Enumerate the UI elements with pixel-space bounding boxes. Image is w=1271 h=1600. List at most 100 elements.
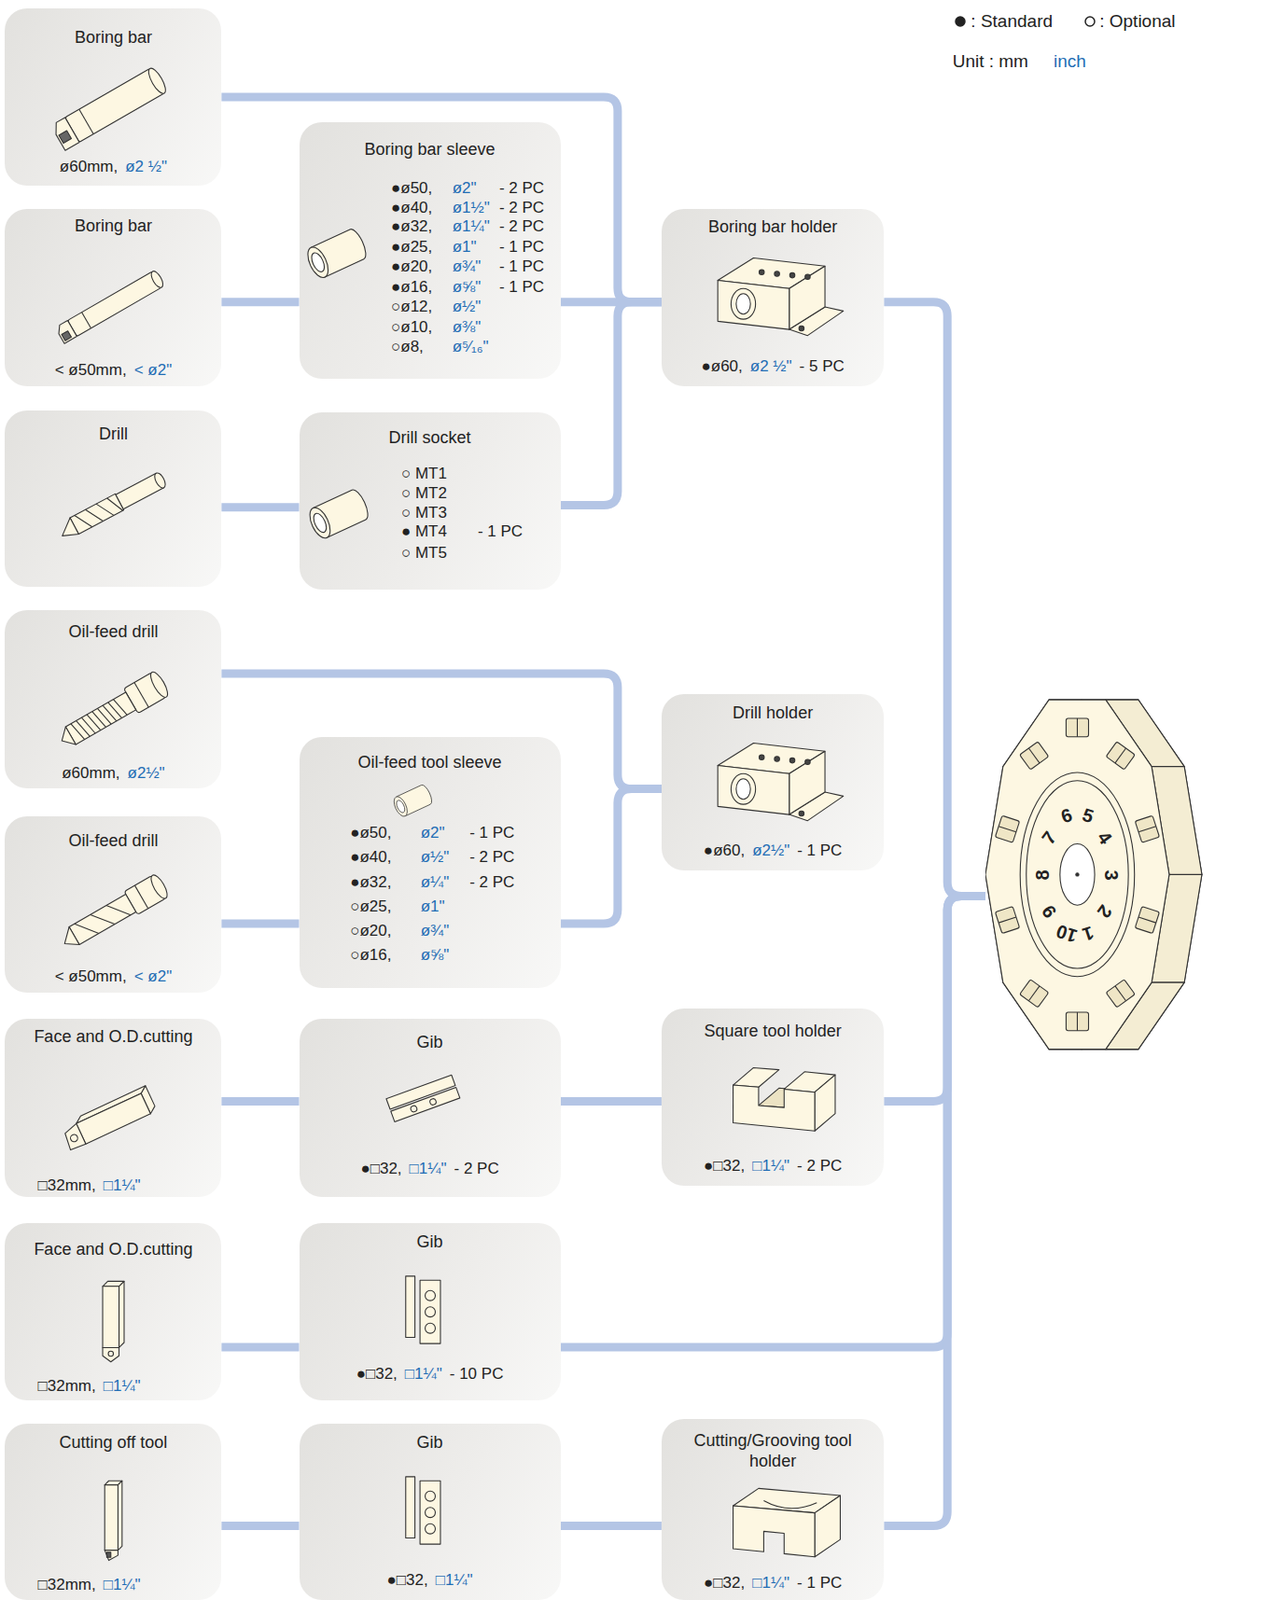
- spec-text: - 2 PC: [499, 197, 545, 218]
- spec-row: < ø50mm, < ø2": [4, 360, 222, 380]
- legend-text: : Standard: [970, 10, 1053, 32]
- spec-text: ø⅜": [452, 317, 482, 337]
- spec-text: ○ø10,: [391, 317, 433, 337]
- component-title: Gib: [308, 1032, 550, 1053]
- spec-row: □32mm, □1¼": [37, 1575, 140, 1595]
- spec-text: ●ø60,: [703, 840, 745, 861]
- component-box: Drill holder ●ø60, ø2½" - 1 PC: [661, 694, 884, 871]
- component-title: Cutting off tool: [14, 1432, 211, 1453]
- spec-text: - 1 PC: [499, 237, 545, 257]
- component-title: Drill socket: [308, 427, 550, 448]
- component-box: Square tool holder●□32,□1¼"- 2 PC: [661, 1008, 884, 1187]
- spec-text: ●□32,: [703, 1573, 745, 1593]
- spec-text: ●ø16,: [391, 277, 433, 297]
- component-title: Boring bar holder: [671, 216, 875, 238]
- spec-text: ● MT4: [401, 521, 447, 542]
- spec-text: - 1 PC: [499, 277, 545, 297]
- component-box: Boring bar sleeve ●ø50, ø2" - 2 PC ●ø40, ø1½"…: [299, 122, 561, 379]
- spec-text: □1¼": [103, 1376, 141, 1397]
- spec-text: ø2 ½": [750, 356, 793, 377]
- component-box: Boring barø60mm,ø2 ½": [4, 8, 222, 186]
- spec-text: ●ø32,: [349, 872, 392, 893]
- connector-line: [221, 502, 299, 512]
- spec-text: ●ø50,: [349, 823, 392, 843]
- connector-line: [560, 1097, 662, 1106]
- legend-swatch: [953, 14, 967, 28]
- component-title: Oil-feed tool sleeve: [308, 752, 550, 773]
- spec-row: ø60mm,ø2 ½": [4, 156, 222, 177]
- spec-text: - 2 PC: [469, 872, 515, 893]
- spec-text: - 1 PC: [469, 823, 515, 843]
- spec-text: ○ø8,: [391, 336, 424, 357]
- spec-text: - 5 PC: [799, 356, 845, 377]
- component-title: Oil-feed drill: [14, 621, 211, 643]
- component-box: Oil-feed drill< ø50mm,< ø2": [4, 816, 222, 993]
- component-box: Oil-feed tool sleeve●ø50,ø2"- 1 PC●ø40,ø…: [299, 737, 561, 989]
- spec-row: □32mm,□1¼": [37, 1376, 140, 1397]
- connector-line: [883, 302, 985, 897]
- spec-text: ●ø25,: [391, 237, 433, 257]
- connector-line: [560, 789, 662, 924]
- component-title: Gib: [308, 1231, 550, 1253]
- component-box: Gib ●□32,□1¼"- 2 PC: [299, 1019, 561, 1198]
- spec-text: ●□32,: [703, 1156, 745, 1176]
- spec-text: ●ø50,: [391, 178, 433, 198]
- turret-node: 12345678910: [985, 685, 1208, 1060]
- component-title: Drill: [14, 423, 211, 445]
- component-title: Face and O.D.cutting: [14, 1239, 211, 1260]
- spec-text: - 10 PC: [449, 1364, 504, 1384]
- spec-text: ø¾": [452, 256, 482, 277]
- spec-text: ø½": [452, 296, 482, 317]
- spec-text: □32mm,: [37, 1175, 96, 1196]
- connector-line: [883, 896, 985, 1103]
- spec-text: ø⅝": [452, 277, 482, 297]
- component-box: Drill socket○ MT1○ MT2○ MT3● MT4- 1 PC○ …: [299, 412, 561, 590]
- spec-text: □1¼": [103, 1575, 141, 1595]
- connector-line: [221, 297, 299, 307]
- component-box: Boring bar holder●ø60,ø2 ½"- 5 PC: [661, 209, 884, 386]
- component-title: Boring bar sleeve: [308, 139, 550, 160]
- spec-text: ●ø40,: [349, 847, 392, 867]
- spec-text: □1¼": [435, 1570, 474, 1591]
- component-title: Gib: [308, 1432, 550, 1453]
- component-box: Boring bar< ø50mm,< ø2": [4, 209, 222, 386]
- component-box: Gib●□32,□1¼"- 10 PC: [299, 1223, 561, 1401]
- spec-text: □1¼": [752, 1573, 790, 1593]
- spec-row: ●□32,□1¼"- 2 PC: [661, 1156, 884, 1176]
- component-box: Gib ●□32, □1¼": [299, 1424, 561, 1600]
- spec-text: ø1": [452, 237, 477, 257]
- spec-text: ●□32,: [387, 1570, 429, 1591]
- spec-text: ø¾": [420, 921, 450, 941]
- spec-text: ø1½": [452, 197, 490, 218]
- connector-line: [221, 1522, 299, 1531]
- spec-text: - 2 PC: [796, 1156, 842, 1176]
- component-box: Drill: [4, 410, 222, 587]
- spec-row: ●□32,□1¼"- 10 PC: [299, 1364, 561, 1384]
- spec-text: □32mm,: [37, 1575, 96, 1595]
- spec-text: - 2 PC: [499, 216, 545, 237]
- station-number: 8: [1032, 869, 1053, 880]
- component-box: Face and O.D.cutting □32mm,□1¼": [4, 1223, 222, 1401]
- spec-text: □1¼": [405, 1364, 443, 1384]
- spec-row: ●□32,□1¼"- 1 PC: [661, 1573, 884, 1593]
- connector-line: [221, 673, 662, 790]
- spec-row: ●□32,□1¼"- 2 PC: [299, 1159, 561, 1179]
- spec-text: < ø50mm,: [55, 360, 127, 380]
- spec-text: ø⅝": [420, 945, 450, 965]
- tool-picture: [4, 209, 222, 386]
- spec-text: < ø2": [134, 360, 173, 380]
- spec-text: ○ MT1: [401, 463, 447, 484]
- spec-text: ○ø12,: [391, 296, 433, 317]
- spec-text: ø60mm,: [61, 763, 120, 783]
- spec-text: - 1 PC: [796, 840, 842, 861]
- spec-text: ø2½": [752, 840, 790, 861]
- spec-text: ø¼": [420, 872, 450, 893]
- component-title: Drill holder: [671, 702, 875, 724]
- spec-row: ø60mm,ø2½": [4, 763, 222, 783]
- spec-text: - 2 PC: [499, 178, 545, 198]
- spec-text: ●□32,: [360, 1159, 402, 1179]
- spec-text: ø2 ½": [125, 156, 168, 177]
- spec-text: ø2": [452, 178, 477, 198]
- spec-text: ●ø40,: [391, 197, 433, 218]
